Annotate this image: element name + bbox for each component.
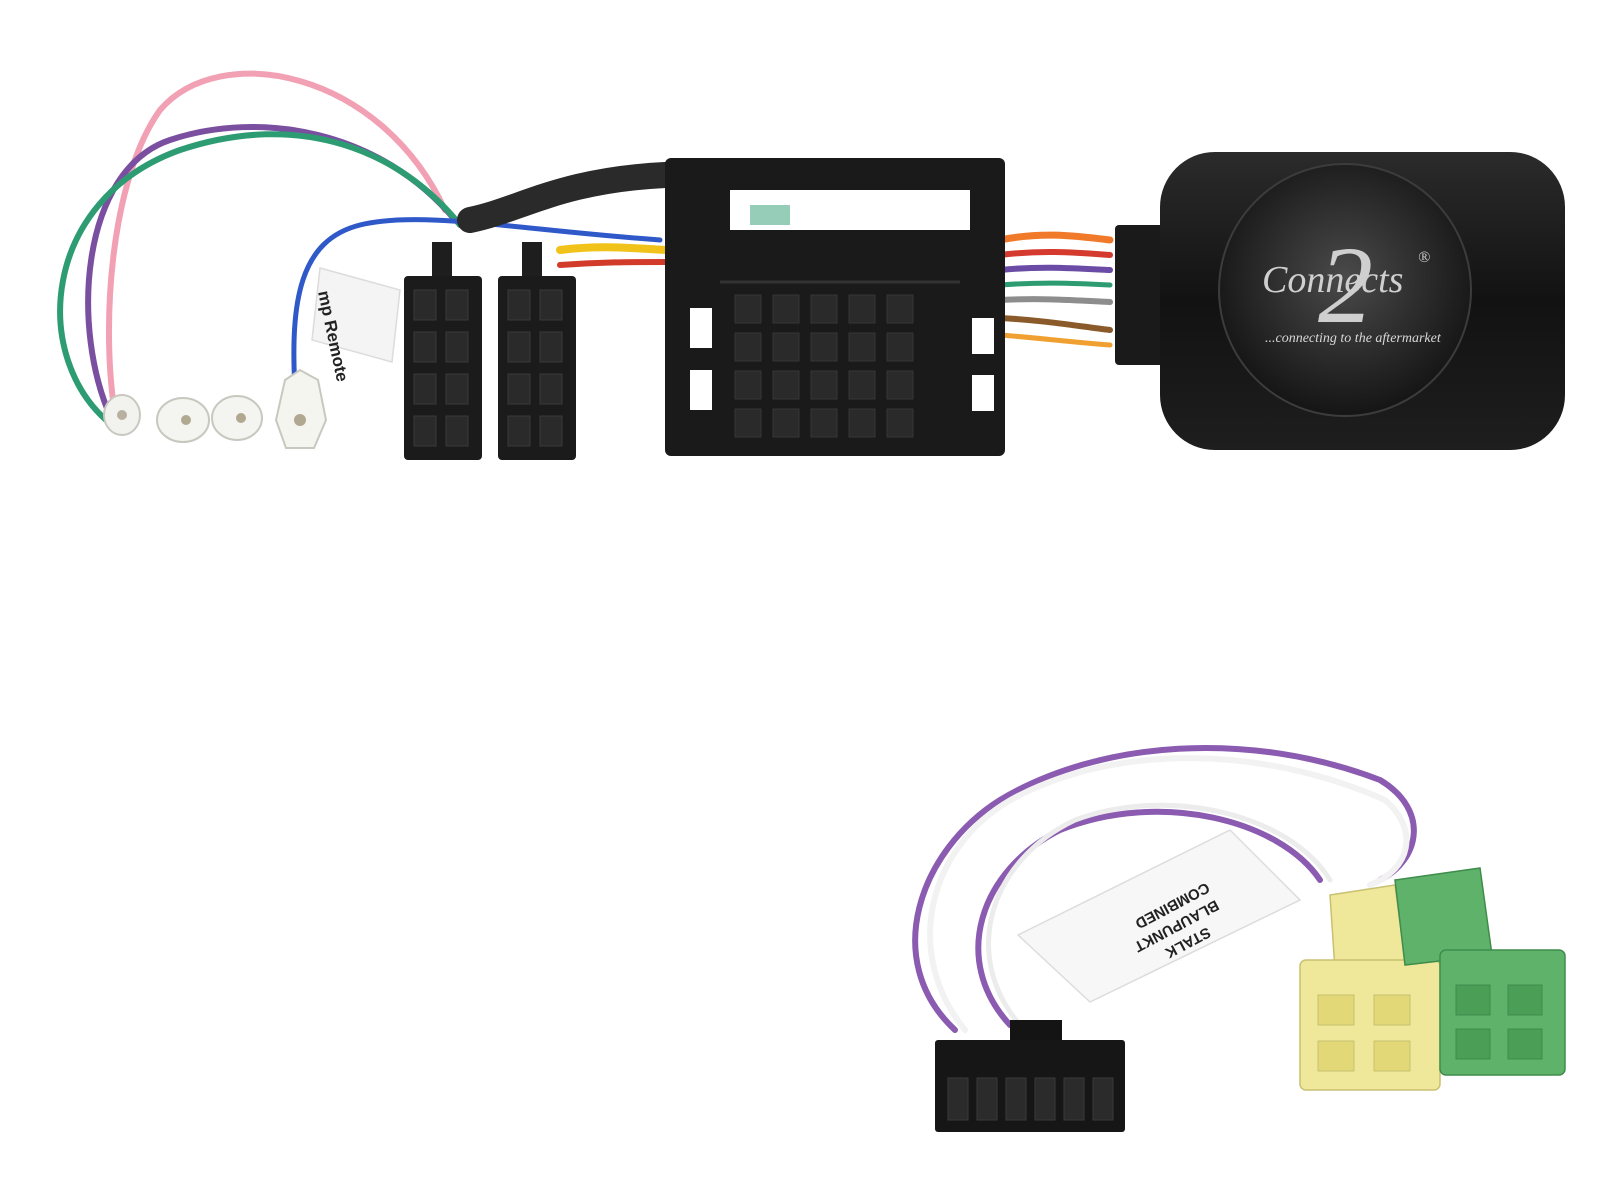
pin-cell <box>413 289 437 321</box>
violet-wire-b <box>997 264 1113 273</box>
remote-label-tag: mp Remote <box>311 267 401 383</box>
spade-terminal-icon <box>211 395 263 441</box>
pin-cell <box>848 408 876 438</box>
pin-cell <box>810 370 838 400</box>
stalk-adapter-wires <box>912 744 1417 1033</box>
pin-cell <box>445 373 469 405</box>
green-pins <box>1455 984 1543 1060</box>
pin-cell <box>1317 994 1355 1026</box>
pin-cell <box>810 332 838 362</box>
pin-cell <box>772 408 800 438</box>
pin-cell <box>507 331 531 363</box>
grey-wire-b <box>997 296 1113 305</box>
pin-cell <box>413 331 437 363</box>
yellow-wire <box>556 243 669 254</box>
pin-cell <box>1063 1077 1085 1121</box>
pin-cell <box>507 373 531 405</box>
quadlock-connector-icon <box>665 158 1005 456</box>
pin-cell <box>539 415 563 447</box>
pin-cell <box>734 294 762 324</box>
pin-cell <box>886 332 914 362</box>
pin-cell <box>772 370 800 400</box>
spade-terminal-icon <box>274 368 328 449</box>
orange-wire-c <box>997 332 1113 348</box>
pin-cell <box>848 294 876 324</box>
red-wire-b <box>997 248 1113 258</box>
pin-cell <box>445 415 469 447</box>
pin-cell <box>539 331 563 363</box>
green-wire <box>57 131 463 428</box>
pin-cell <box>1373 994 1411 1026</box>
pin-cell <box>734 408 762 438</box>
harness-bundle <box>457 162 678 233</box>
logo-tagline: ...connecting to the aftermarket <box>1265 331 1442 346</box>
logo-registered: ® <box>1418 249 1430 266</box>
pin-cell <box>810 294 838 324</box>
pin-cell <box>539 373 563 405</box>
pin-cell <box>1005 1077 1027 1121</box>
stalk-label-tag: COMBINED BLAUPUNKT STALK <box>1016 829 1302 1003</box>
interface-module-icon: 2 Connects ® ...connecting to the afterm… <box>1115 152 1565 450</box>
pin-cell <box>507 415 531 447</box>
orange-wire-a <box>996 231 1114 244</box>
iso-right-pins <box>507 289 563 447</box>
brown-wire-b <box>997 315 1113 333</box>
green-wire-b <box>997 280 1113 288</box>
iso-connector-icon <box>404 242 482 460</box>
pin-cell <box>810 408 838 438</box>
pin-cell <box>1455 1028 1491 1060</box>
blue-wire <box>291 217 663 393</box>
pin-cell <box>445 289 469 321</box>
pin-cell <box>1034 1077 1056 1121</box>
mini-iso-connector-icon <box>1299 884 1441 1091</box>
pin-cell <box>539 289 563 321</box>
red-wire <box>557 259 668 268</box>
quadlock-cells <box>734 294 914 438</box>
pin-cell <box>445 331 469 363</box>
pin-cell <box>947 1077 969 1121</box>
pin-cell <box>1317 1040 1355 1072</box>
pin-cell <box>1373 1040 1411 1072</box>
mini-iso-connector-icon <box>1394 867 1566 1076</box>
pin-cell <box>1507 984 1543 1016</box>
pin-cell <box>772 294 800 324</box>
brand-logo: 2 Connects ® ...connecting to the afterm… <box>1262 224 1442 346</box>
spade-terminal-icon <box>103 394 141 436</box>
molex-pins <box>947 1077 1114 1121</box>
logo-numeral: 2 <box>1318 224 1373 346</box>
pin-cell <box>886 408 914 438</box>
white-pair-wire <box>927 755 1410 1033</box>
molex-plug-icon <box>935 1020 1125 1132</box>
pin-cell <box>507 289 531 321</box>
pin-cell <box>886 370 914 400</box>
pin-cell <box>734 332 762 362</box>
spade-terminals <box>103 368 328 449</box>
pin-cell <box>1455 984 1491 1016</box>
pin-cell <box>848 370 876 400</box>
iso-connector-icon <box>498 242 576 460</box>
pin-cell <box>886 294 914 324</box>
logo-wordmark: Connects <box>1262 259 1403 301</box>
spade-terminal-icon <box>156 397 210 443</box>
harness-wires <box>57 70 1114 428</box>
pin-cell <box>976 1077 998 1121</box>
iso-left-pins <box>413 289 469 447</box>
yellow-pins <box>1317 994 1411 1072</box>
pin-cell <box>772 332 800 362</box>
pink-wire <box>106 70 448 423</box>
white-pair-wire-2 <box>986 802 1333 1028</box>
pin-cell <box>1507 1028 1543 1060</box>
pin-cell <box>734 370 762 400</box>
pin-cell <box>1092 1077 1114 1121</box>
pin-cell <box>848 332 876 362</box>
violet-pair-wire <box>912 744 1417 1033</box>
pin-cell <box>413 415 437 447</box>
pin-cell <box>413 373 437 405</box>
